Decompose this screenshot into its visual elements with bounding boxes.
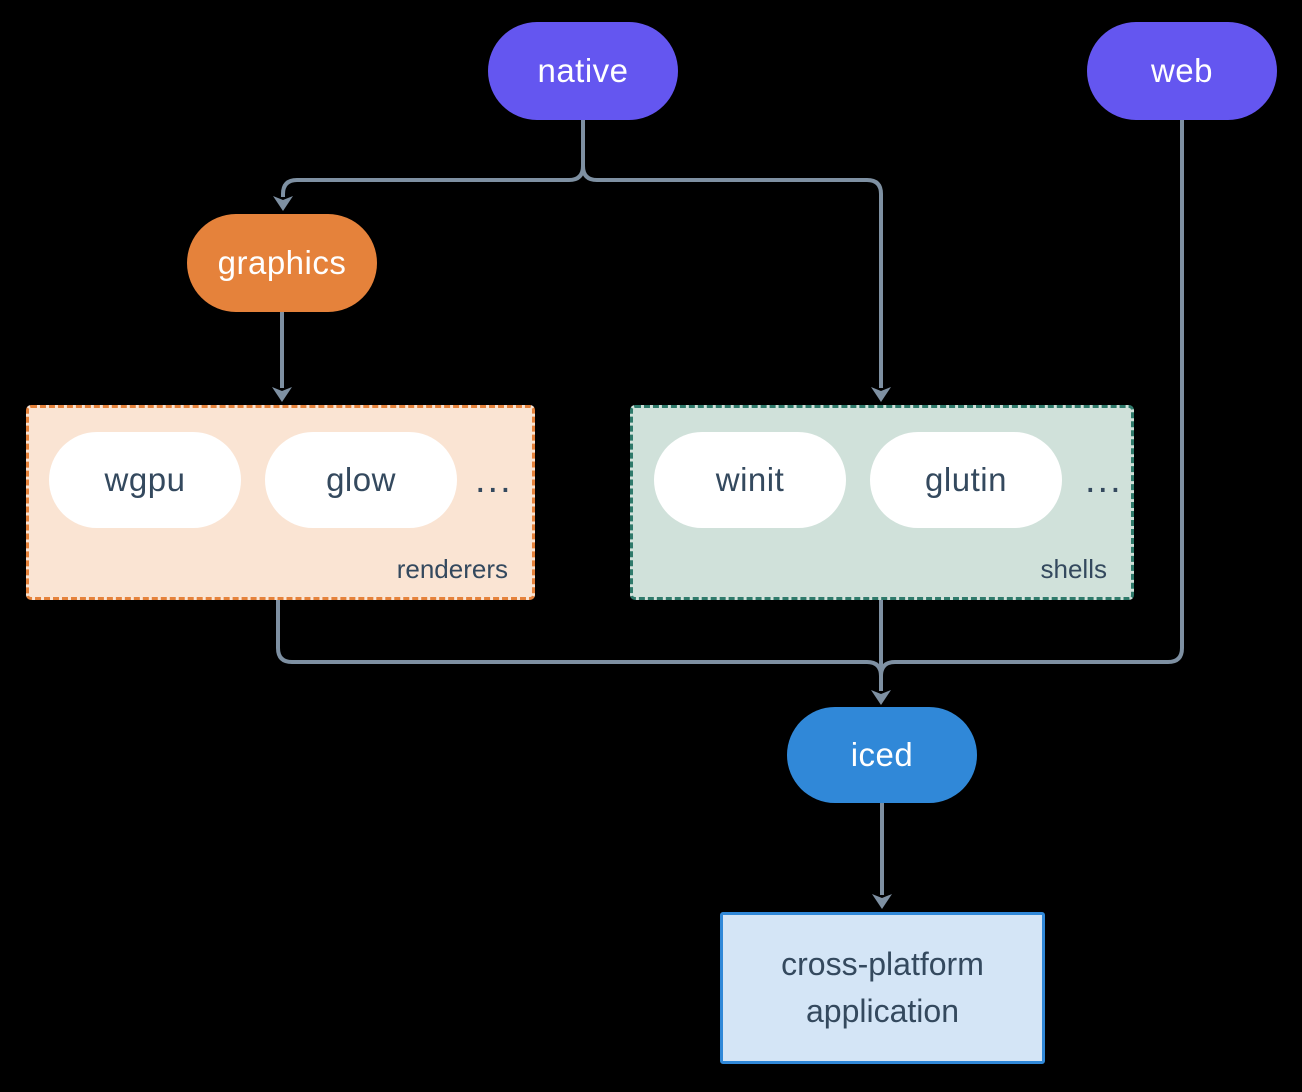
pill-winit: winit [654, 432, 846, 528]
pill-wgpu: wgpu [49, 432, 241, 528]
application-label-line1: cross-platform [781, 946, 984, 982]
group-renderers: wgpu glow ... renderers [26, 405, 535, 600]
pill-glutin: glutin [870, 432, 1062, 528]
application-label-line2: application [806, 993, 959, 1029]
node-web: web [1087, 22, 1277, 120]
renderers-ellipsis: ... [475, 458, 513, 501]
renderers-label: renderers [396, 554, 508, 584]
group-shells: winit glutin ... shells [630, 405, 1134, 600]
node-graphics: graphics [187, 214, 377, 312]
arrowhead-into-graphics [273, 196, 293, 211]
arrowhead-into-shells [871, 387, 891, 402]
shells-label: shells [1040, 554, 1107, 584]
edge-native-to-graphics [281, 120, 585, 197]
arrowhead-into-renderers [272, 387, 292, 402]
node-native: native [488, 22, 678, 120]
arrowhead-into-iced [871, 690, 891, 705]
pill-glow: glow [265, 432, 457, 528]
edge-native-to-shells [581, 120, 883, 388]
node-iced: iced [787, 707, 977, 803]
shells-ellipsis: ... [1085, 458, 1123, 501]
application-box: cross-platform application [720, 912, 1045, 1064]
edge-renderers-to-iced [276, 600, 883, 677]
arrowhead-into-application [872, 894, 892, 909]
